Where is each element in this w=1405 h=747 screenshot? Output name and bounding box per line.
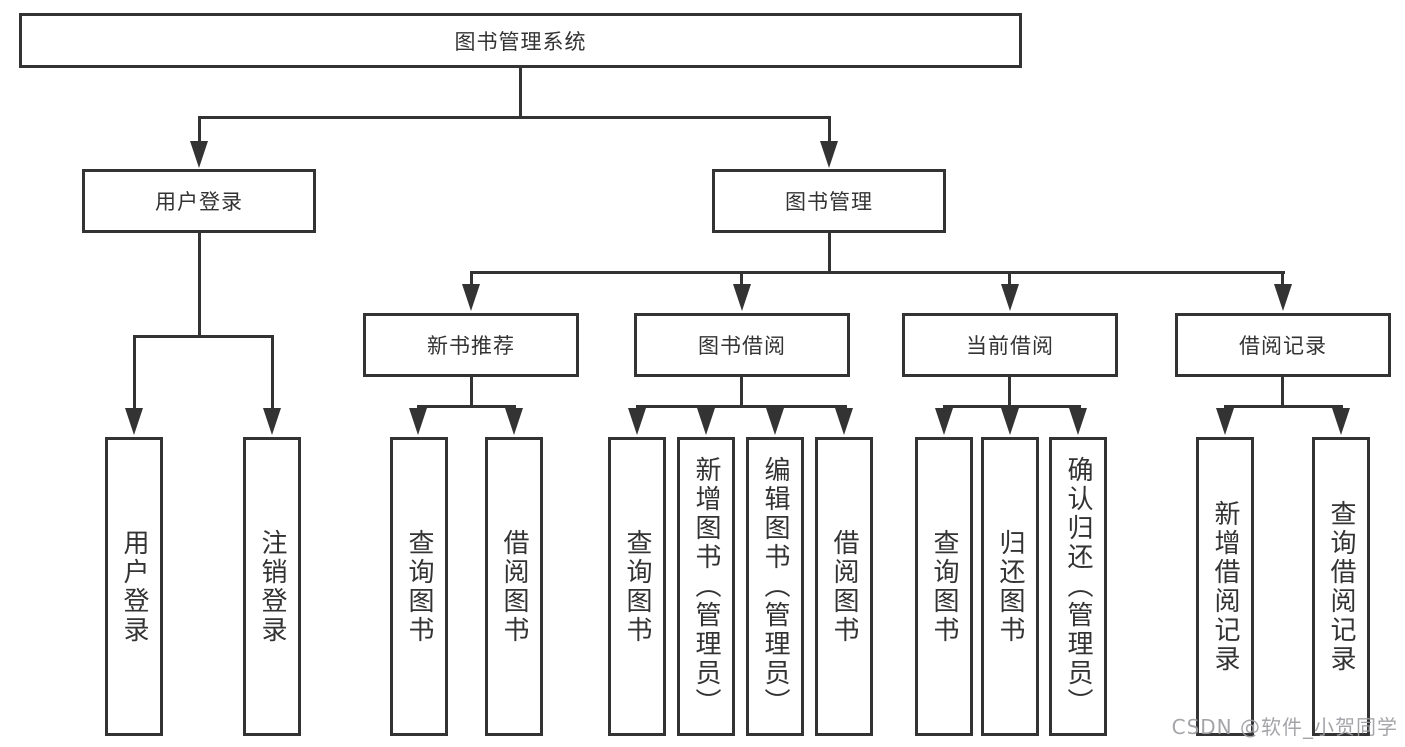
connector-to-user-login — [198, 119, 201, 145]
arrow-down-icon — [628, 408, 646, 435]
node-book-management: 图书管理 — [712, 169, 946, 233]
leaf-add-borrow-record: 新增借阅记录 — [1196, 437, 1254, 736]
node-borrowing-records: 借阅记录 — [1175, 313, 1391, 377]
leaf-label: 用户登录 — [119, 528, 149, 645]
leaf-label: 归还图书 — [995, 528, 1025, 645]
leaf-user-login: 用户登录 — [105, 437, 163, 736]
leaf-label: 新增借阅记录 — [1210, 499, 1240, 674]
connector-to-book-borrow — [740, 274, 743, 286]
arrow-down-icon — [820, 141, 838, 168]
connector-to-leaf-logout — [271, 338, 274, 410]
leaf-query-books-current: 查询图书 — [915, 437, 973, 736]
node-book-borrowing: 图书借阅 — [634, 313, 850, 377]
node-label: 用户登录 — [155, 190, 243, 214]
connector-to-leaf-login — [133, 338, 136, 410]
connector-root-stem — [519, 68, 522, 119]
connector-to-book-management — [828, 119, 831, 145]
leaf-label: 查询图书 — [929, 528, 959, 645]
connector-to-new-book — [470, 274, 473, 286]
leaf-label: 确认归还（管理员） — [1063, 456, 1093, 717]
leaf-query-books-recommend: 查询图书 — [390, 437, 448, 736]
connector-to-borrow-records — [1281, 274, 1284, 286]
connector-to-current-borrow — [1008, 274, 1011, 286]
leaf-label: 借阅图书 — [499, 528, 529, 645]
node-label: 图书管理 — [785, 190, 873, 214]
leaf-confirm-return-admin: 确认归还（管理员） — [1049, 437, 1107, 736]
arrow-down-icon — [505, 408, 523, 435]
arrow-down-icon — [1274, 284, 1292, 311]
arrow-down-icon — [1069, 408, 1087, 435]
leaf-add-books-admin: 新增图书（管理员） — [677, 437, 735, 736]
leaf-query-borrow-record: 查询借阅记录 — [1312, 437, 1370, 736]
arrow-down-icon — [1332, 408, 1350, 435]
leaf-borrow-books-recommend: 借阅图书 — [485, 437, 543, 736]
arrow-down-icon — [766, 408, 784, 435]
arrow-down-icon — [1001, 284, 1019, 311]
node-user-login: 用户登录 — [82, 169, 316, 233]
leaf-edit-books-admin: 编辑图书（管理员） — [746, 437, 804, 736]
arrow-down-icon — [697, 408, 715, 435]
arrow-down-icon — [1001, 408, 1019, 435]
arrow-down-icon — [125, 408, 143, 435]
connector-records-stem — [1281, 377, 1284, 408]
leaf-label: 新增图书（管理员） — [691, 456, 721, 717]
leaf-label: 查询图书 — [404, 528, 434, 645]
connector-current-borrow-stem — [1008, 377, 1011, 408]
arrow-down-icon — [1216, 408, 1234, 435]
node-label: 图书借阅 — [698, 334, 786, 358]
connector-book-mgmt-split — [470, 271, 1285, 274]
leaf-logout: 注销登录 — [243, 437, 301, 736]
leaf-query-books-borrow: 查询图书 — [608, 437, 666, 736]
arrow-down-icon — [935, 408, 953, 435]
node-label: 当前借阅 — [966, 334, 1054, 358]
leaf-label: 借阅图书 — [829, 528, 859, 645]
arrow-down-icon — [733, 284, 751, 311]
connector-root-split — [198, 116, 831, 119]
arrow-down-icon — [263, 408, 281, 435]
connector-book-mgmt-stem — [828, 233, 831, 274]
csdn-watermark: CSDN @软件_小贺同学 — [1171, 715, 1398, 739]
arrow-down-icon — [462, 284, 480, 311]
connector-records-split — [1224, 405, 1343, 408]
leaf-label: 查询图书 — [622, 528, 652, 645]
node-new-book-recommend: 新书推荐 — [363, 313, 579, 377]
node-label: 新书推荐 — [427, 334, 515, 358]
leaf-borrow-books: 借阅图书 — [815, 437, 873, 736]
leaf-return-books: 归还图书 — [981, 437, 1039, 736]
arrow-down-icon — [409, 408, 427, 435]
leaf-label: 注销登录 — [257, 528, 287, 645]
node-current-borrowing: 当前借阅 — [902, 313, 1118, 377]
arrow-down-icon — [190, 141, 208, 168]
connector-new-book-split — [417, 405, 516, 408]
arrow-down-icon — [835, 408, 853, 435]
connector-user-login-stem — [198, 233, 201, 338]
connector-user-login-split — [133, 335, 274, 338]
node-label: 借阅记录 — [1239, 334, 1327, 358]
node-root-library-management-system: 图书管理系统 — [19, 13, 1022, 68]
leaf-label: 编辑图书（管理员） — [760, 456, 790, 717]
connector-new-book-stem — [470, 377, 473, 408]
connector-book-borrow-stem — [740, 377, 743, 408]
leaf-label: 查询借阅记录 — [1326, 499, 1356, 674]
connector-current-borrow-split — [943, 405, 1081, 408]
connector-book-borrow-split — [636, 405, 847, 408]
node-label: 图书管理系统 — [454, 29, 587, 54]
